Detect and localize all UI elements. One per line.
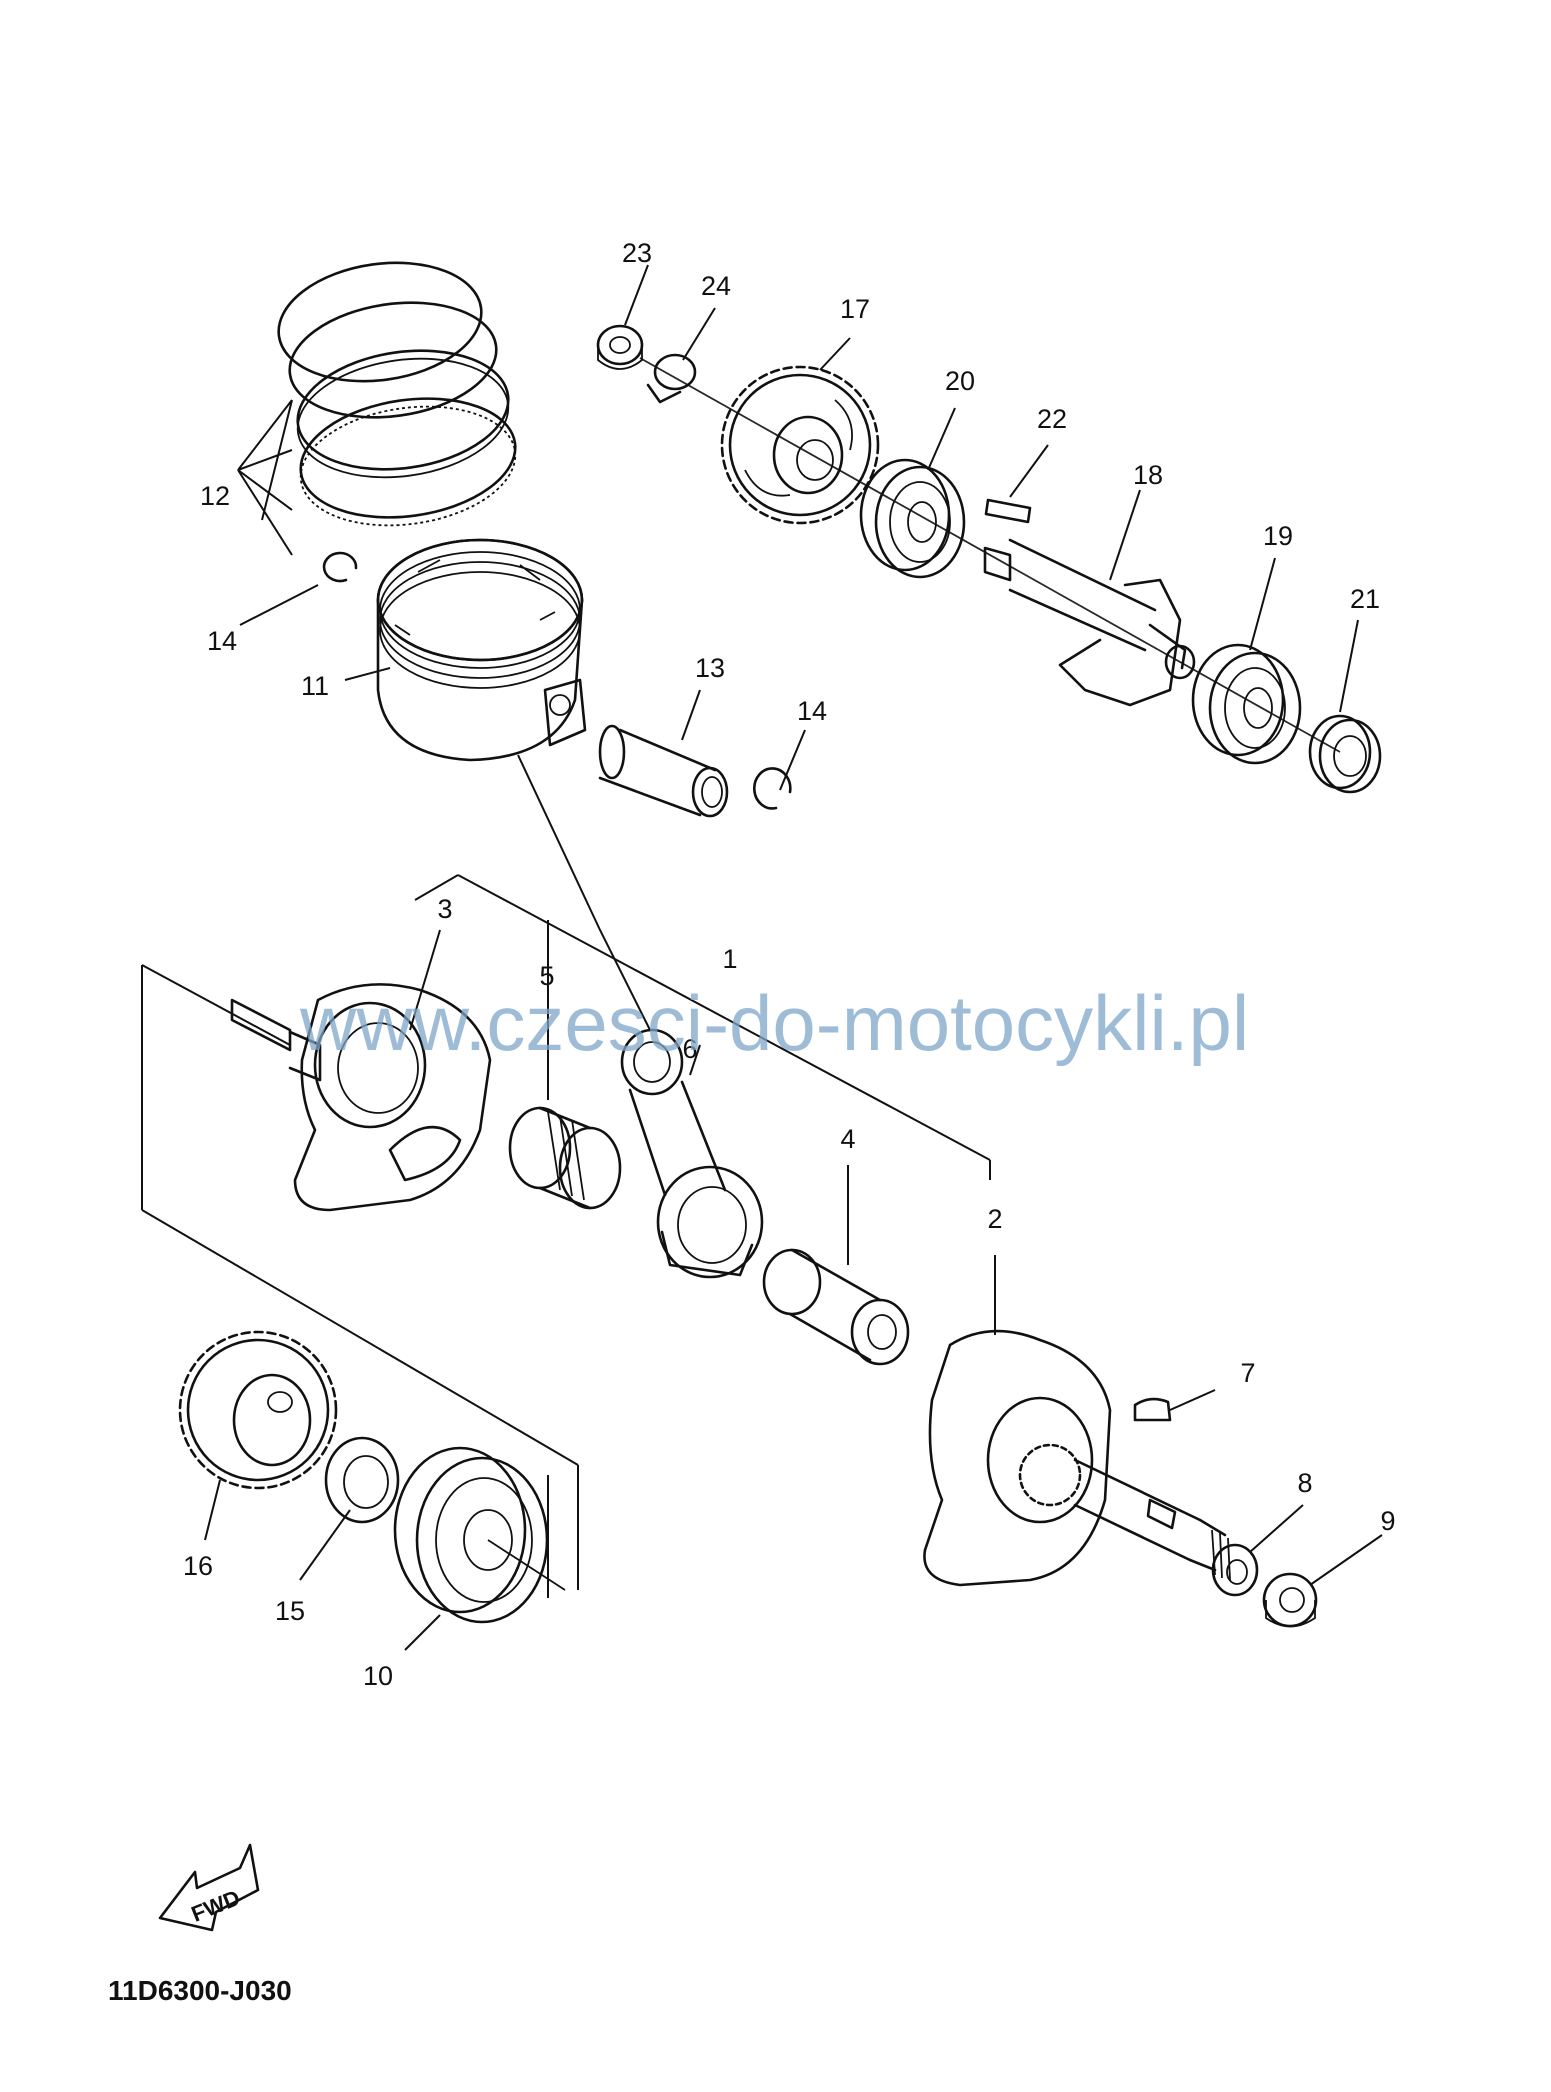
lock-washer-24 [646,353,697,404]
diagram-code: 11D6300-J030 [108,1975,292,2006]
leader-lines [204,264,1383,1651]
crank-half-2 [923,1329,1231,1587]
oil-seal-21 [1308,714,1382,794]
callout-14-lower: 14 [797,696,827,726]
callout-4: 4 [840,1124,855,1154]
callout-16: 16 [183,1551,213,1581]
callout-5: 5 [539,961,554,991]
callout-3: 3 [437,894,452,924]
callout-23: 23 [622,238,652,268]
woodruff-key-22 [984,498,1032,524]
callout-15: 15 [275,1596,305,1626]
callout-13: 13 [695,653,725,683]
callout-labels: 23 24 17 20 22 18 19 21 12 14 11 13 14 3… [183,238,1396,1691]
woodruff-key-7 [1133,1397,1172,1422]
callout-18: 18 [1133,460,1163,490]
balancer-shaft-18 [983,538,1196,707]
nut-23 [596,324,644,370]
washer-8 [1211,1543,1259,1597]
piston-pin [598,724,729,818]
callout-7: 7 [1240,1358,1255,1388]
nut-9 [1262,1572,1318,1628]
callout-8: 8 [1297,1468,1312,1498]
callout-19: 19 [1263,521,1293,551]
callout-20: 20 [945,366,975,396]
callout-17: 17 [840,294,870,324]
callout-10: 10 [363,1661,393,1691]
assembly-bracket-lines [141,874,991,1598]
callout-24: 24 [701,271,731,301]
fwd-arrow-icon: FWD [158,1843,260,1932]
gear-16 [178,1330,338,1490]
circlip-lower [753,767,792,810]
crank-pin-4 [762,1248,910,1366]
piston [376,538,587,762]
piston-rings [277,261,517,527]
callout-14-upper: 14 [207,626,237,656]
callout-22: 22 [1037,404,1067,434]
callout-9: 9 [1380,1506,1395,1536]
washer-15 [324,1436,400,1524]
callout-1: 1 [722,944,737,974]
connecting-rod-6 [620,1028,764,1279]
watermark-text: www.czesci-do-motocykli.pl [299,979,1249,1067]
fwd-label: FWD [188,1885,244,1927]
gear-17 [720,365,880,525]
circlip-upper [322,551,358,583]
callout-6: 6 [682,1034,697,1064]
callout-2: 2 [987,1204,1002,1234]
callout-21: 21 [1350,584,1380,614]
callout-12: 12 [200,481,230,511]
crank-half-3 [230,983,492,1212]
callout-11: 11 [301,671,329,701]
bearing-20 [859,458,966,579]
bearing-10 [393,1446,566,1624]
needle-bearing-5 [508,1106,622,1210]
bearing-19 [1191,643,1302,765]
